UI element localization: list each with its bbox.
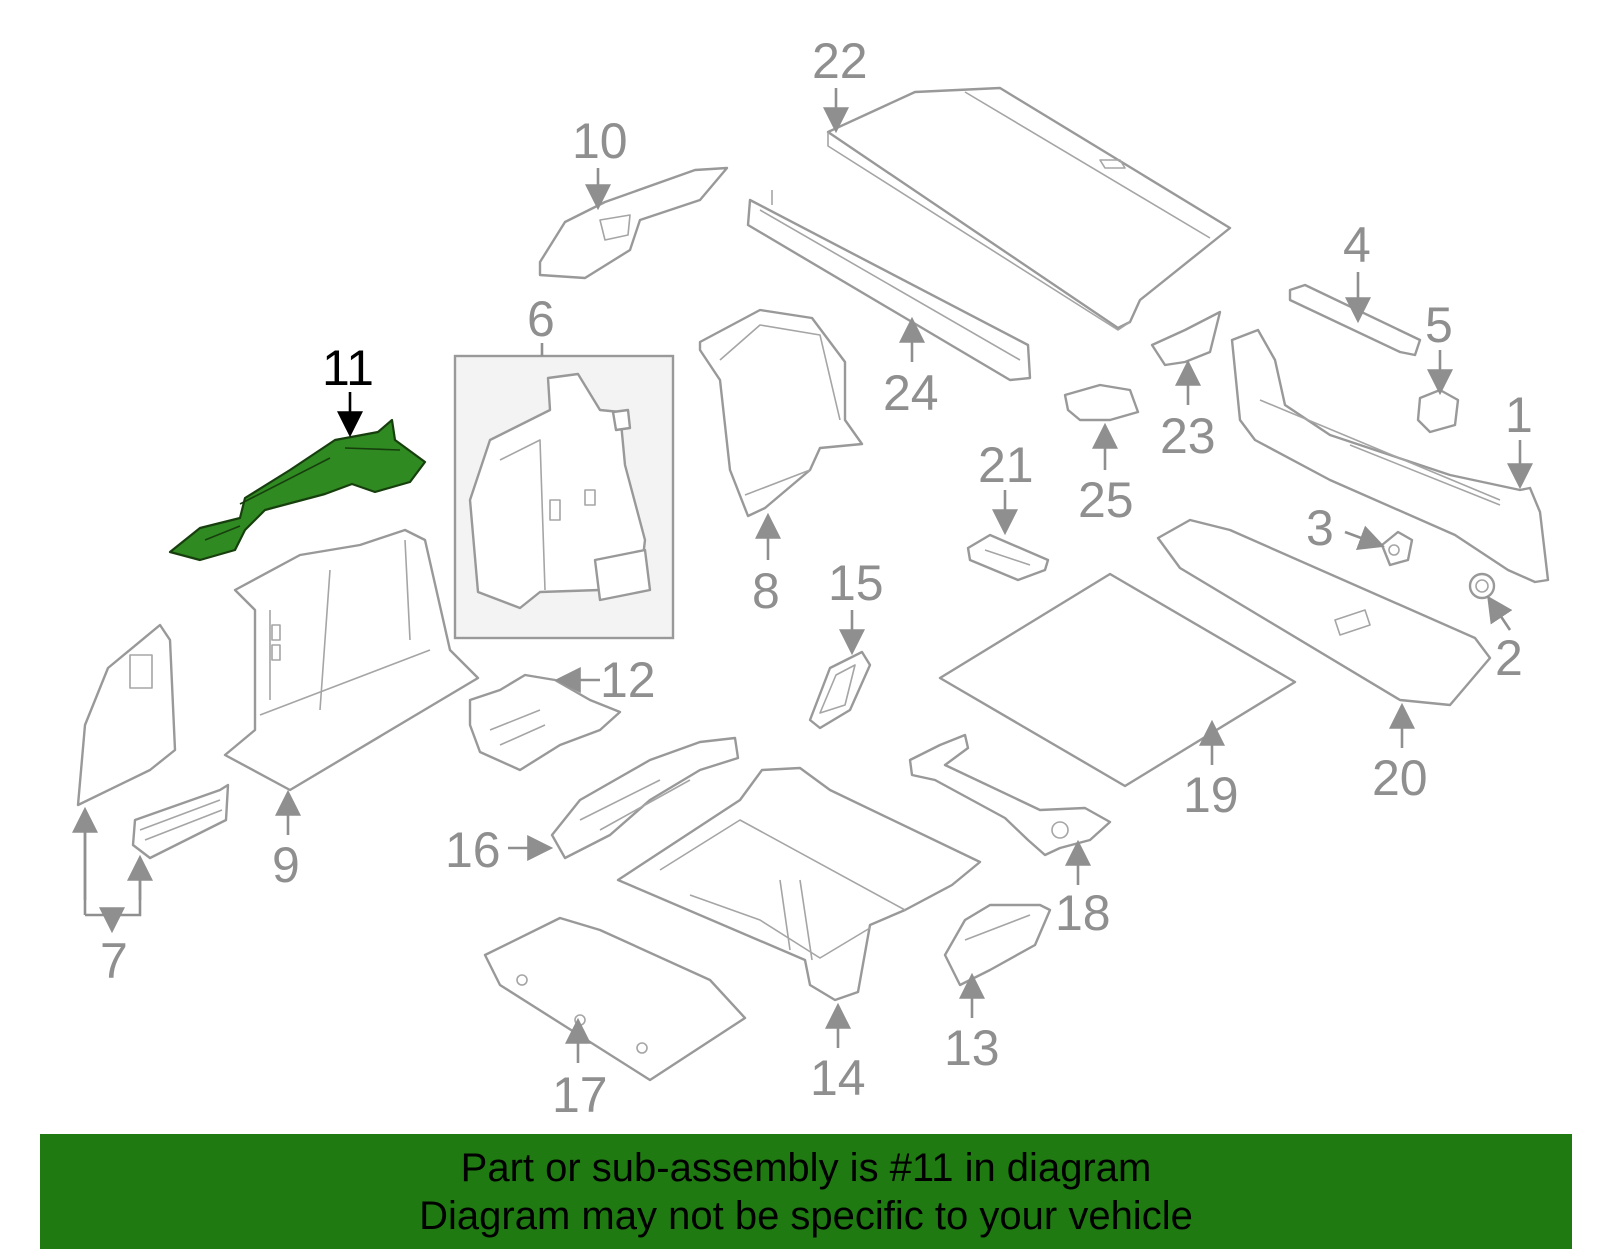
part-20-load-floor[interactable]	[1156, 518, 1492, 707]
banner-line-1: Part or sub-assembly is #11 in diagram	[460, 1145, 1152, 1190]
callout-9: 9	[272, 837, 300, 893]
callout-7: 7	[100, 933, 128, 989]
part-23-bracket[interactable]	[1150, 310, 1222, 367]
callout-13: 13	[944, 1020, 1000, 1076]
callout-21: 21	[978, 437, 1034, 493]
part-21-handle[interactable]	[966, 533, 1050, 582]
arrow-7-bracket	[83, 810, 142, 928]
part-8-panel[interactable]	[698, 308, 864, 518]
callout-17: 17	[552, 1067, 608, 1123]
part-12-bracket[interactable]	[468, 673, 622, 772]
arrow-3	[1344, 525, 1385, 550]
part-1-sill-panel[interactable]	[1230, 328, 1550, 584]
callout-24: 24	[883, 365, 939, 421]
callout-5: 5	[1425, 297, 1453, 353]
part-24-rail[interactable]	[746, 190, 1032, 382]
part-3-grommet[interactable]	[1380, 530, 1414, 567]
callout-15: 15	[828, 555, 884, 611]
callout-23: 23	[1160, 408, 1216, 464]
callout-19: 19	[1183, 767, 1239, 823]
part-25-bracket[interactable]	[1063, 383, 1140, 422]
part-4-trim[interactable]	[1288, 283, 1422, 357]
info-banner: Part or sub-assembly is #11 in diagram D…	[40, 1134, 1572, 1249]
part-16-tray[interactable]	[550, 736, 740, 860]
arrow-2	[1487, 595, 1513, 631]
part-2-grommet[interactable]	[1468, 572, 1496, 600]
part-15-cover[interactable]	[808, 650, 872, 730]
callout-6: 6	[527, 291, 555, 347]
part-9-panel[interactable]	[223, 528, 480, 792]
callout-18: 18	[1055, 885, 1111, 941]
callout-12: 12	[600, 652, 656, 708]
callout-3: 3	[1306, 500, 1334, 556]
callout-2: 2	[1495, 630, 1523, 686]
callout-14: 14	[810, 1050, 866, 1106]
part-22-cargo-cover[interactable]	[826, 86, 1232, 331]
callout-16: 16	[445, 822, 501, 878]
banner-line-2: Diagram may not be specific to your vehi…	[419, 1193, 1193, 1238]
part-10-panel[interactable]	[538, 166, 729, 280]
callout-10: 10	[572, 113, 628, 169]
part-14-tire-well[interactable]	[616, 766, 982, 1002]
callout-8: 8	[752, 563, 780, 619]
callout-1: 1	[1505, 387, 1533, 443]
callout-22: 22	[812, 33, 868, 89]
part-17-floor-panel[interactable]	[483, 916, 747, 1082]
part-11-highlighted-panel[interactable]	[168, 418, 427, 562]
part-5-clip[interactable]	[1416, 388, 1460, 434]
callout-25: 25	[1078, 472, 1134, 528]
part-7-panel[interactable]	[76, 623, 230, 860]
part-18-jack[interactable]	[908, 733, 1112, 857]
part-13-bracket[interactable]	[943, 903, 1052, 987]
part-6-panel[interactable]	[468, 372, 652, 610]
callout-20: 20	[1372, 750, 1428, 806]
callout-4: 4	[1343, 217, 1371, 273]
callout-11: 11	[322, 340, 374, 396]
